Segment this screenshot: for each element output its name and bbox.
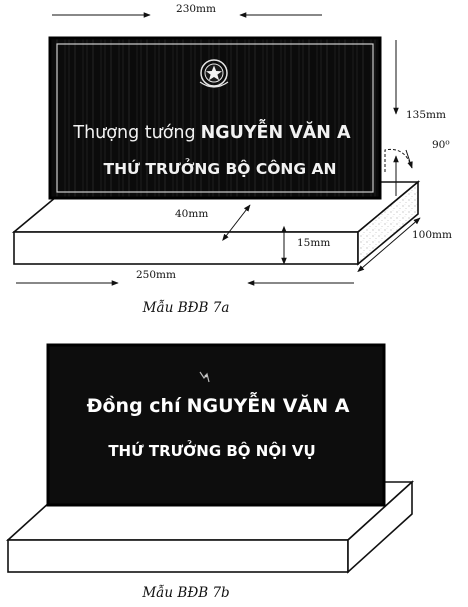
plate-inner-border [56,43,374,193]
base-front-face [7,539,349,573]
caption-7b: Mẫu BĐB 7b [141,585,229,601]
dim-thickness: 15mm [281,225,330,265]
dim-depth-front: 40mm [175,204,251,241]
dim-label-15: 15mm [297,237,330,249]
dim-label-230: 230mm [176,3,216,15]
dim-height: 135mm [393,40,446,196]
dim-base-depth: 100mm [357,217,452,273]
dim-base-width: 250mm [16,269,354,286]
dim-label-250: 250mm [136,269,176,281]
dim-top-width: 230mm [52,3,322,18]
police-star-emblem-icon [199,59,229,88]
caption-7a: Mẫu BĐB 7a [142,300,230,316]
angle-indicator: 90⁰ [384,139,450,172]
dim-label-100: 100mm [412,229,452,241]
dim-label-135: 135mm [406,109,446,121]
plate-line2: THỨ TRƯỞNG BỘ NỘI VỤ [108,439,315,460]
dim-label-angle: 90⁰ [432,139,450,151]
plate-body [46,343,386,507]
plate-line2: THỨ TRƯỞNG BỘ CÔNG AN [104,157,337,178]
base-side-face [347,480,413,574]
small-emblem-icon [199,371,210,383]
dim-label-40: 40mm [175,208,208,220]
